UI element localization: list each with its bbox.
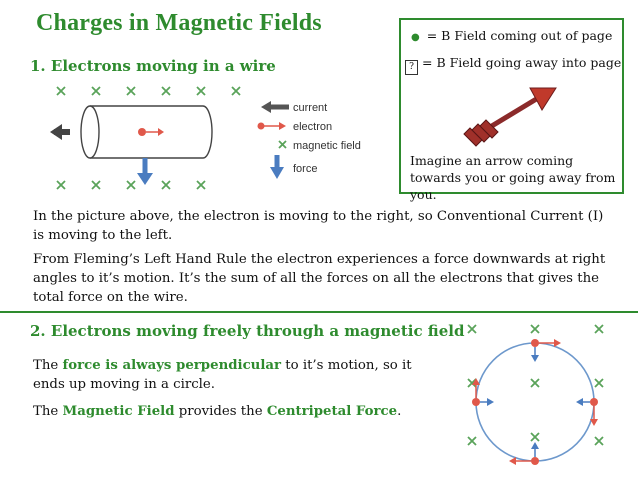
paragraph-current: In the picture above, the electron is mo…	[33, 209, 604, 243]
legend-force-label: force	[293, 163, 317, 175]
p3-text-2: to it’s motion, so it ends up moving in …	[33, 358, 412, 392]
p4-highlight-field: Magnetic Field	[62, 404, 175, 419]
p3-text-1: The	[33, 358, 63, 373]
field-crosses-top	[56, 86, 241, 96]
dot-legend-text: = B Field coming out of page	[426, 28, 613, 43]
legend-current-label: current	[293, 102, 327, 114]
section1-heading: 1. Electrons moving in a wire	[30, 57, 276, 75]
cross-legend-text: = B Field going away into page	[422, 55, 622, 70]
paragraph-fleming: From Fleming’s Left Hand Rule the electr…	[33, 252, 606, 305]
cross-icon: ?	[405, 60, 418, 75]
electron-icon	[138, 128, 146, 136]
circle-field-crosses	[467, 324, 604, 446]
section2-heading: 2. Electrons moving freely through a mag…	[30, 322, 465, 340]
dot-legend-row: ● = B Field coming out of page	[411, 28, 612, 43]
legend-field-label: magnetic field	[293, 140, 361, 152]
dot-icon: ●	[411, 32, 420, 43]
p4-text-1: The	[33, 404, 63, 419]
paragraph-centripetal: The Magnetic Field provides the Centripe…	[33, 402, 423, 421]
field-crosses-bottom	[56, 180, 206, 190]
circular-motion-diagram	[467, 324, 604, 465]
paragraph-perpendicular: The force is always perpendicular to it’…	[33, 356, 423, 394]
cross-legend-row: ? = B Field going away into page	[405, 55, 621, 75]
p4-highlight-force: Centripetal Force	[266, 404, 398, 419]
wire-diagram	[50, 86, 241, 190]
imagine-text: Imagine an arrow coming towards you or g…	[410, 153, 616, 202]
p4-text-2: provides the	[174, 404, 267, 419]
arrow-3d-icon	[463, 87, 557, 147]
legend-electron-label: electron	[293, 121, 332, 133]
p3-highlight: force is always perpendicular	[62, 358, 282, 373]
p4-text-3: .	[397, 404, 402, 419]
field-legend-box	[399, 18, 624, 194]
diagram-legend: current electron magnetic field force	[257, 101, 361, 179]
section-divider	[0, 311, 638, 313]
page-title: Charges in Magnetic Fields	[36, 10, 322, 36]
